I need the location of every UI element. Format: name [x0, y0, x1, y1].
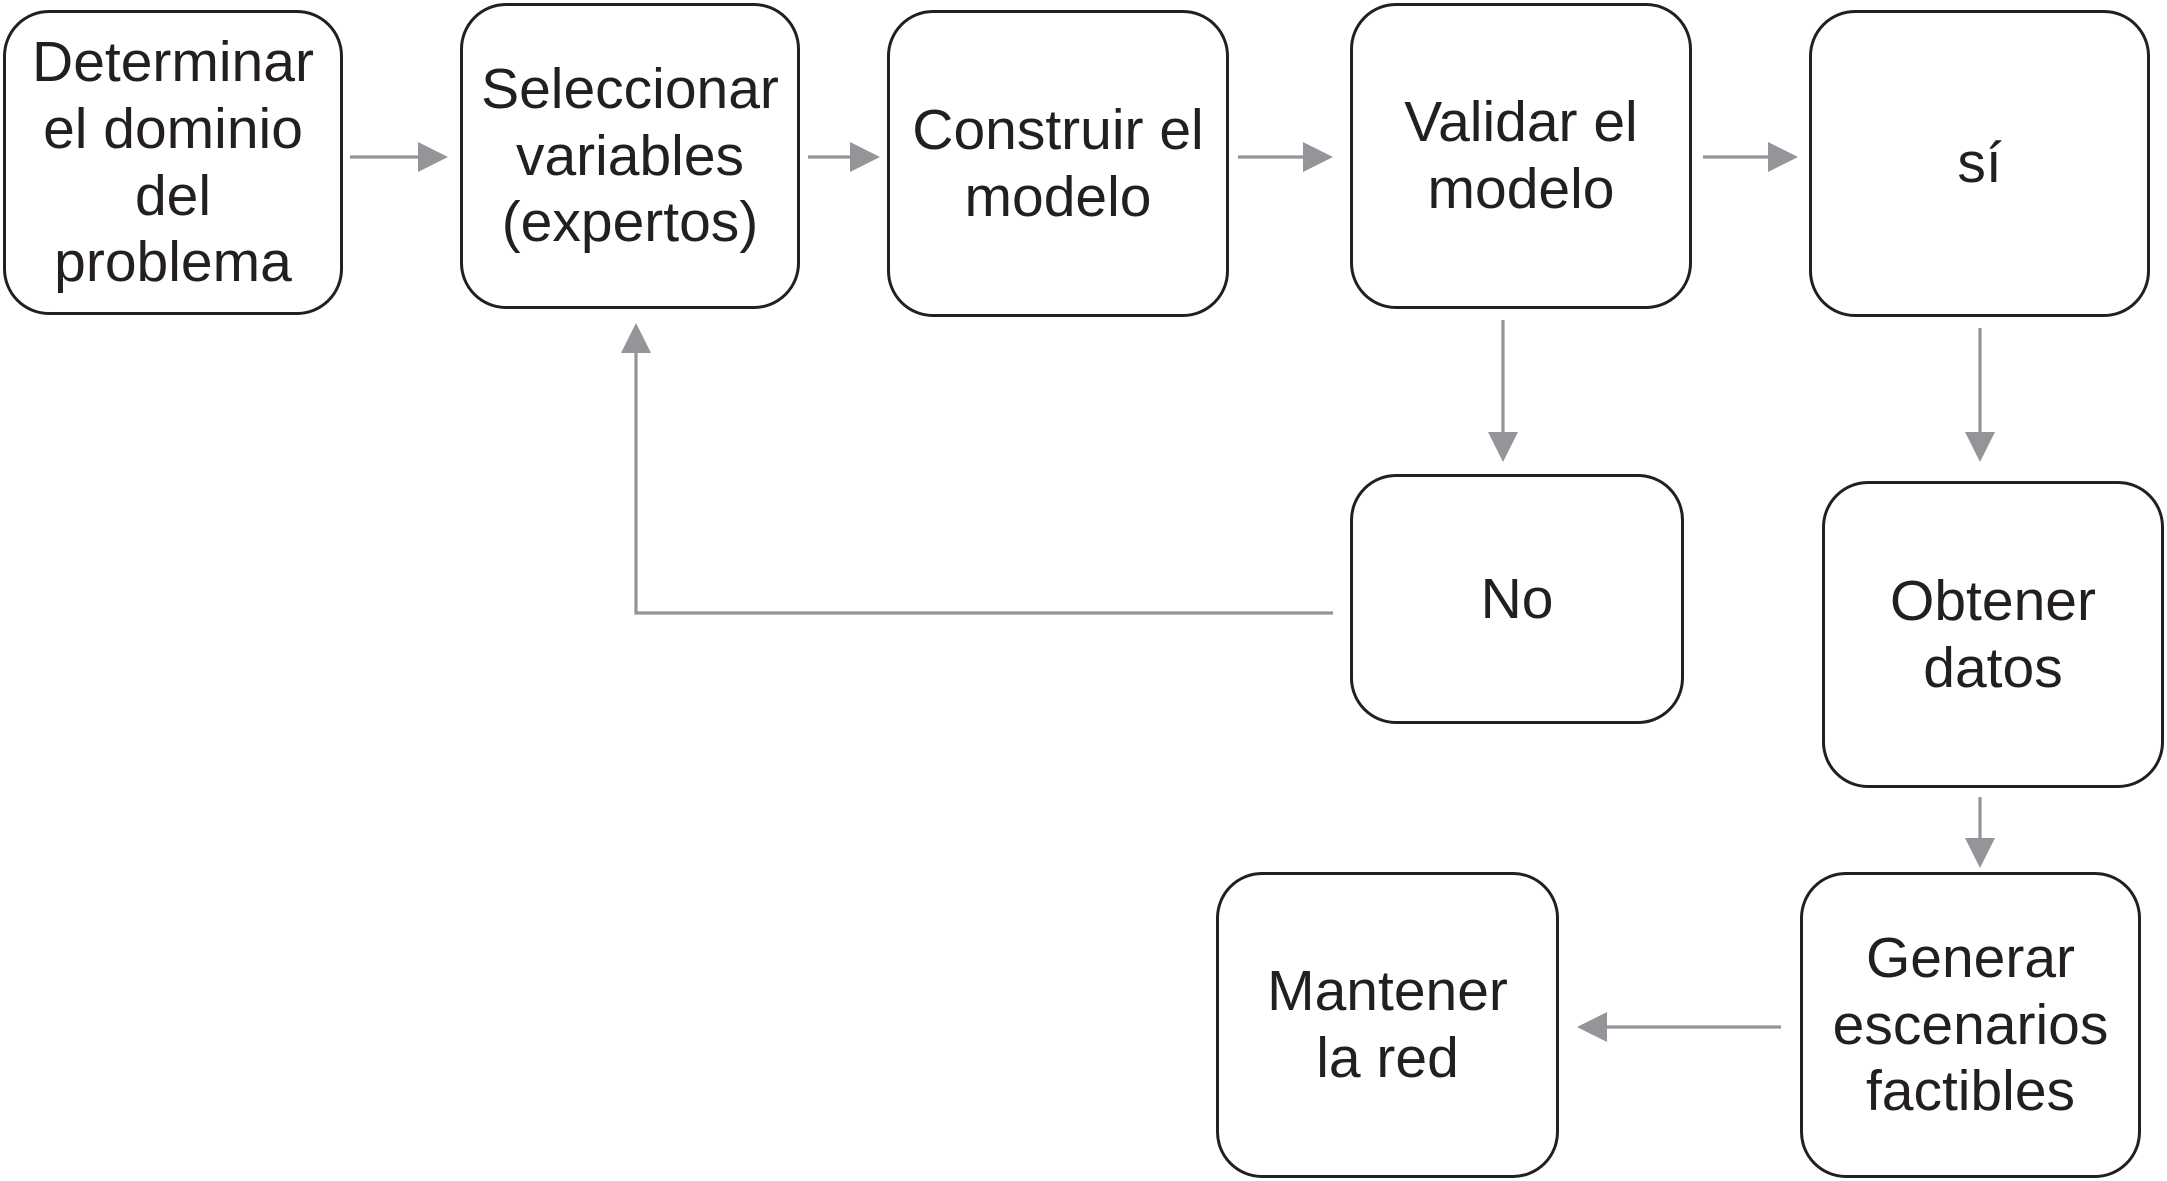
node-mantener-label: Mantener la red — [1267, 959, 1508, 1090]
node-obtener-label: Obtener datos — [1890, 568, 2096, 700]
arrow-obtener-to-generar — [1965, 797, 1995, 868]
node-generar-label: Generar escenarios factibles — [1832, 925, 2109, 1124]
node-generar: Generar escenarios factibles — [1800, 872, 2141, 1178]
node-seleccionar: Seleccionar variables (expertos) — [460, 3, 800, 309]
arrow-generar-to-mantener — [1577, 1012, 1781, 1042]
node-validar: Validar el modelo — [1350, 3, 1692, 309]
node-validar-label: Validar el modelo — [1404, 90, 1638, 221]
arrow-construir-to-validar — [1238, 142, 1333, 172]
arrow-determinar-to-seleccionar — [350, 142, 448, 172]
node-no-label: No — [1480, 566, 1554, 631]
node-no: No — [1350, 474, 1684, 724]
arrow-seleccionar-to-construir — [808, 142, 880, 172]
node-construir-label: Construir el modelo — [912, 97, 1204, 229]
node-seleccionar-label: Seleccionar variables (expertos) — [481, 56, 779, 255]
node-obtener: Obtener datos — [1822, 481, 2164, 788]
arrow-no-to-seleccionar — [621, 323, 1333, 615]
node-determinar: Determinar el dominio del problema — [3, 10, 343, 315]
node-determinar-label: Determinar el dominio del problema — [32, 30, 314, 295]
node-construir: Construir el modelo — [887, 10, 1229, 317]
node-mantener: Mantener la red — [1216, 872, 1559, 1178]
arrow-si-to-obtener — [1965, 328, 1995, 462]
arrow-validar-to-si — [1703, 142, 1798, 172]
arrow-validar-to-no — [1488, 320, 1518, 462]
node-si: sí — [1809, 10, 2150, 317]
node-si-label: sí — [1957, 131, 2002, 196]
